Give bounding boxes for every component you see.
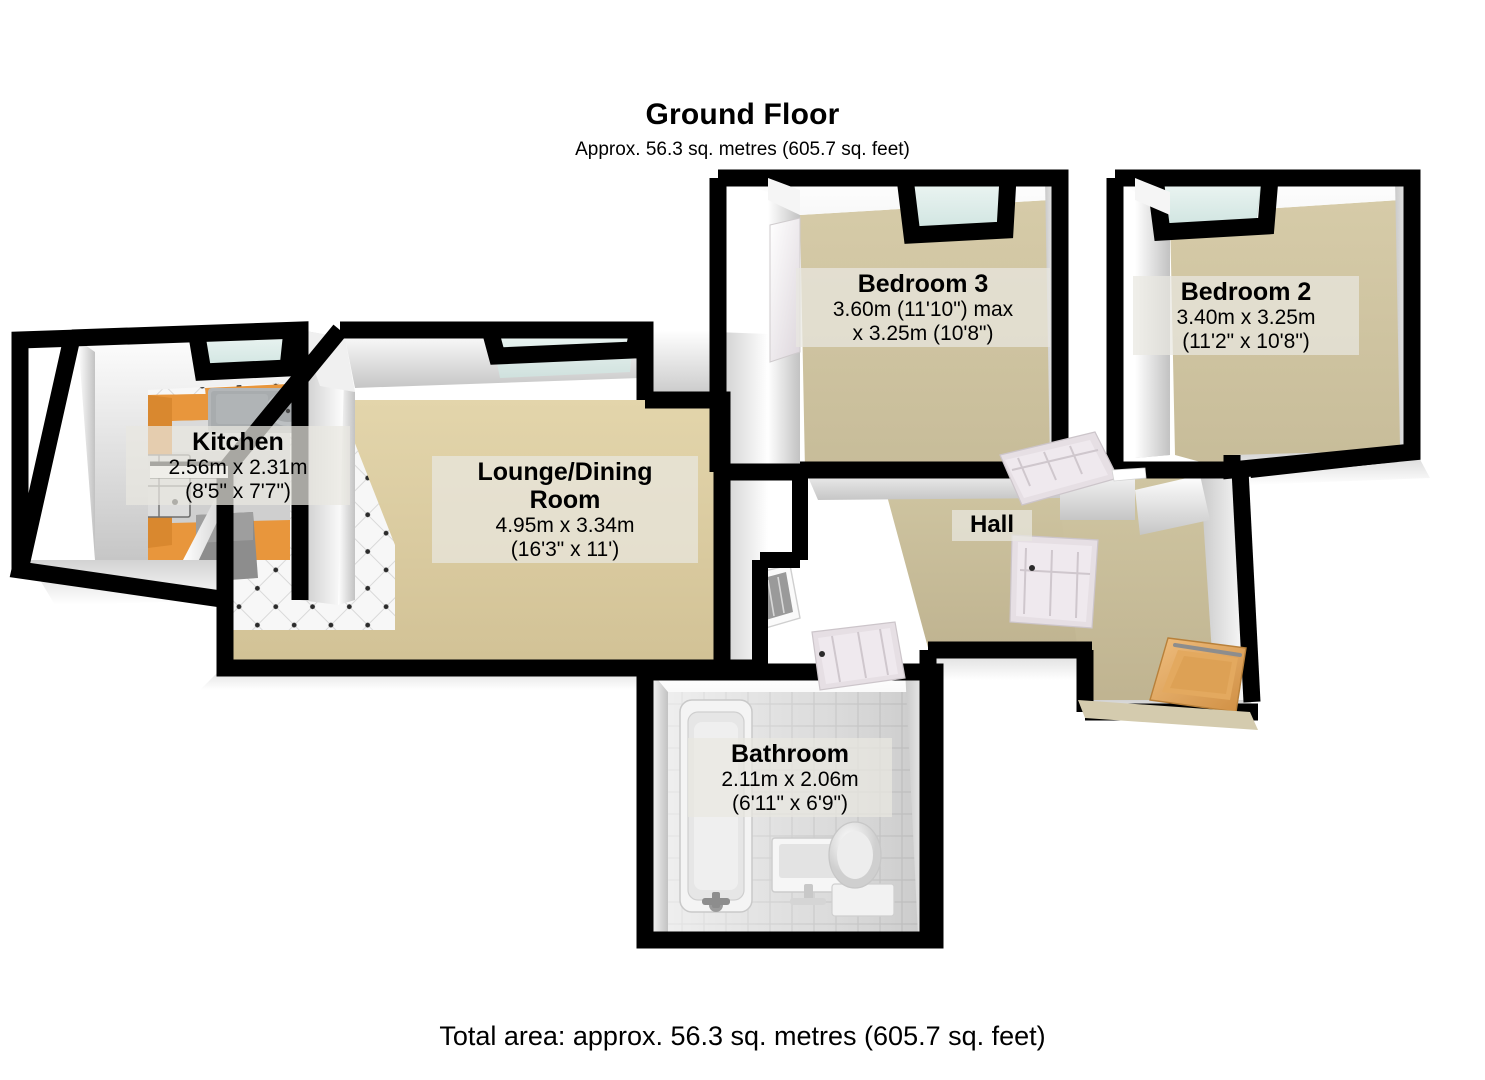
plan-footer: Total area: approx. 56.3 sq. metres (605… — [0, 1021, 1485, 1052]
internal-door-hall-1 — [999, 431, 1147, 506]
plan-header: Ground Floor Approx. 56.3 sq. metres (60… — [0, 98, 1485, 161]
front-door — [1078, 637, 1258, 730]
internal-door-hall-2 — [1009, 534, 1099, 629]
wall-highlights — [768, 178, 1170, 215]
room-floor-bedroom-2 — [1170, 200, 1415, 470]
bathtub-icon — [679, 699, 753, 913]
internal-door-bedroom-3 — [769, 217, 801, 363]
internal-door-hall-3 — [811, 621, 906, 691]
wash-basin-icon — [771, 837, 847, 905]
total-area-text: Total area: approx. 56.3 sq. metres (605… — [439, 1021, 1046, 1051]
page-title: Ground Floor — [645, 98, 840, 131]
kitchen-doorway — [150, 466, 228, 478]
toilet-icon — [828, 821, 895, 917]
floor-area-subtitle: Approx. 56.3 sq. metres (605.7 sq. feet) — [575, 139, 910, 160]
